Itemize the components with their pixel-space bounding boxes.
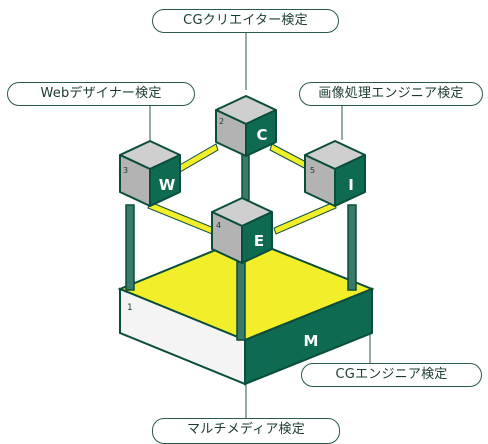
pillar-e — [236, 261, 246, 341]
edge-w-e — [147, 201, 215, 235]
label-cg-creator: CGクリエイター検定 — [152, 9, 339, 33]
cube-w-number: 3 — [123, 166, 128, 175]
cube-w-right — [149, 154, 181, 207]
cube-i-number: 5 — [310, 166, 315, 175]
cube-w: 3 W — [119, 140, 181, 207]
base-letter: M — [304, 332, 319, 350]
cube-e: 4 E — [211, 197, 273, 264]
edge-i-e — [273, 201, 337, 235]
cube-i-right — [334, 154, 366, 207]
cube-c: 2 C — [215, 95, 277, 157]
pillar-c — [241, 149, 250, 201]
base-right-side — [244, 287, 373, 386]
cube-w-letter: W — [159, 176, 176, 194]
cube-i: 5 I — [304, 140, 366, 207]
pillar-i — [347, 204, 357, 291]
label-cg-engineer: CGエンジニア検定 — [301, 363, 482, 387]
pillar-w — [125, 204, 135, 291]
cube-c-right — [245, 109, 277, 157]
base-plate: 1 M — [117, 236, 375, 386]
cube-e-letter: E — [254, 232, 264, 250]
edge-w-c — [177, 143, 219, 173]
cube-edges — [147, 143, 337, 235]
base-number: 1 — [127, 303, 133, 313]
cube-i-letter: I — [348, 176, 354, 194]
cube-e-number: 4 — [216, 221, 221, 230]
label-image-processing: 画像処理エンジニア検定 — [299, 82, 483, 106]
label-web-designer: Webデザイナー検定 — [7, 82, 195, 106]
label-multimedia: マルチメディア検定 — [152, 418, 340, 444]
cube-c-letter: C — [256, 126, 267, 144]
cube-e-right — [241, 211, 273, 264]
cube-c-number: 2 — [219, 117, 224, 126]
